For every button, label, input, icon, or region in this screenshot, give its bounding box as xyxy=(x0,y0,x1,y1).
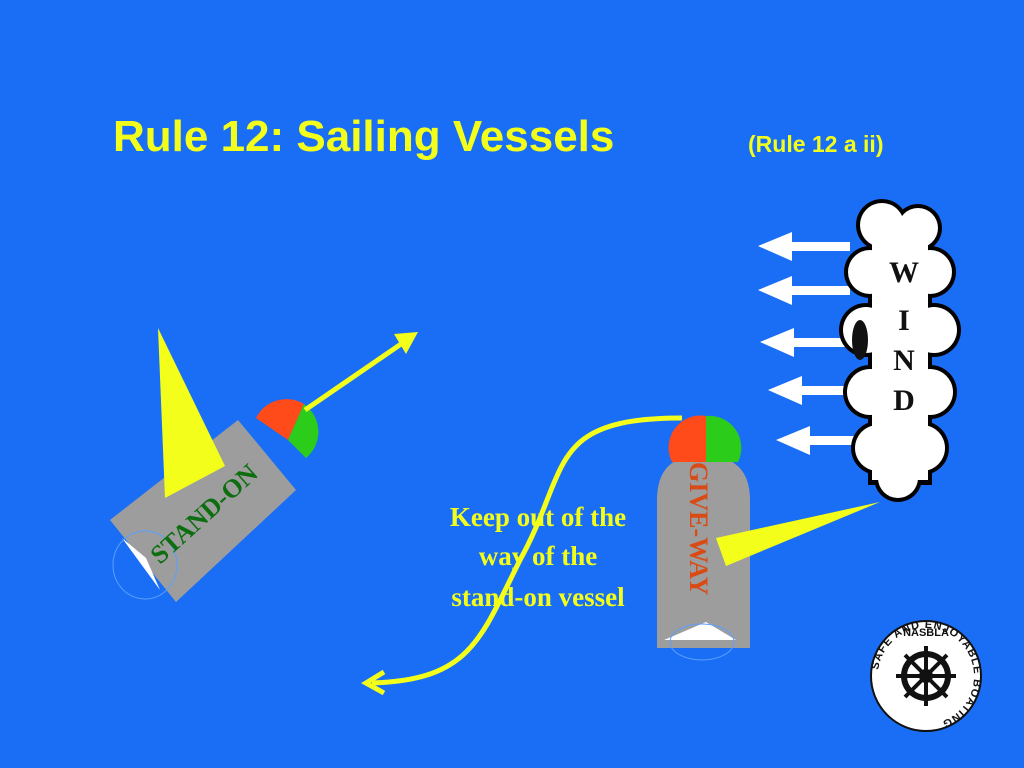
stand-on-course-arrow xyxy=(303,332,418,413)
wind-arrows xyxy=(758,232,864,455)
instruction-line: Keep out of the xyxy=(450,502,626,532)
instruction-line: stand-on vessel xyxy=(451,582,625,612)
instruction-line: way of the xyxy=(479,541,597,571)
left-arrow-icon xyxy=(768,376,858,405)
left-arrow-icon xyxy=(758,276,850,305)
stand-on-sail xyxy=(158,328,225,498)
left-arrow-icon xyxy=(760,328,852,357)
stand-on-hull xyxy=(110,420,296,602)
wind-letter-i: I xyxy=(898,304,910,337)
rule-reference: (Rule 12 a ii) xyxy=(748,131,884,157)
starboard-light xyxy=(288,404,319,458)
wind-letter-n: N xyxy=(893,344,915,377)
logo-top-text: NASBLA xyxy=(903,627,949,639)
slide-title: Rule 12: Sailing Vessels xyxy=(113,112,615,161)
nasbla-logo: SAFE AND ENJOYABLE BOATING NASBLA xyxy=(869,619,982,732)
left-arrow-icon xyxy=(776,426,864,455)
give-way-course-arrow xyxy=(361,415,683,696)
port-light xyxy=(668,415,706,462)
cloud-icon xyxy=(839,199,961,502)
wind-letter-w: W xyxy=(889,256,919,289)
starboard-light xyxy=(706,415,742,462)
instruction-text: Keep out of the way of the stand-on vess… xyxy=(450,502,626,612)
port-light xyxy=(256,399,304,440)
ship-wheel-icon xyxy=(896,646,956,706)
give-way-vessel: GIVE-WAY xyxy=(657,415,880,661)
give-way-sail xyxy=(716,502,880,566)
wind-letter-d: D xyxy=(893,384,915,417)
left-arrow-icon xyxy=(758,232,850,261)
give-way-label: GIVE-WAY xyxy=(684,462,713,596)
stand-on-vessel: STAND-ON xyxy=(110,328,418,602)
give-way-hull xyxy=(657,455,750,648)
